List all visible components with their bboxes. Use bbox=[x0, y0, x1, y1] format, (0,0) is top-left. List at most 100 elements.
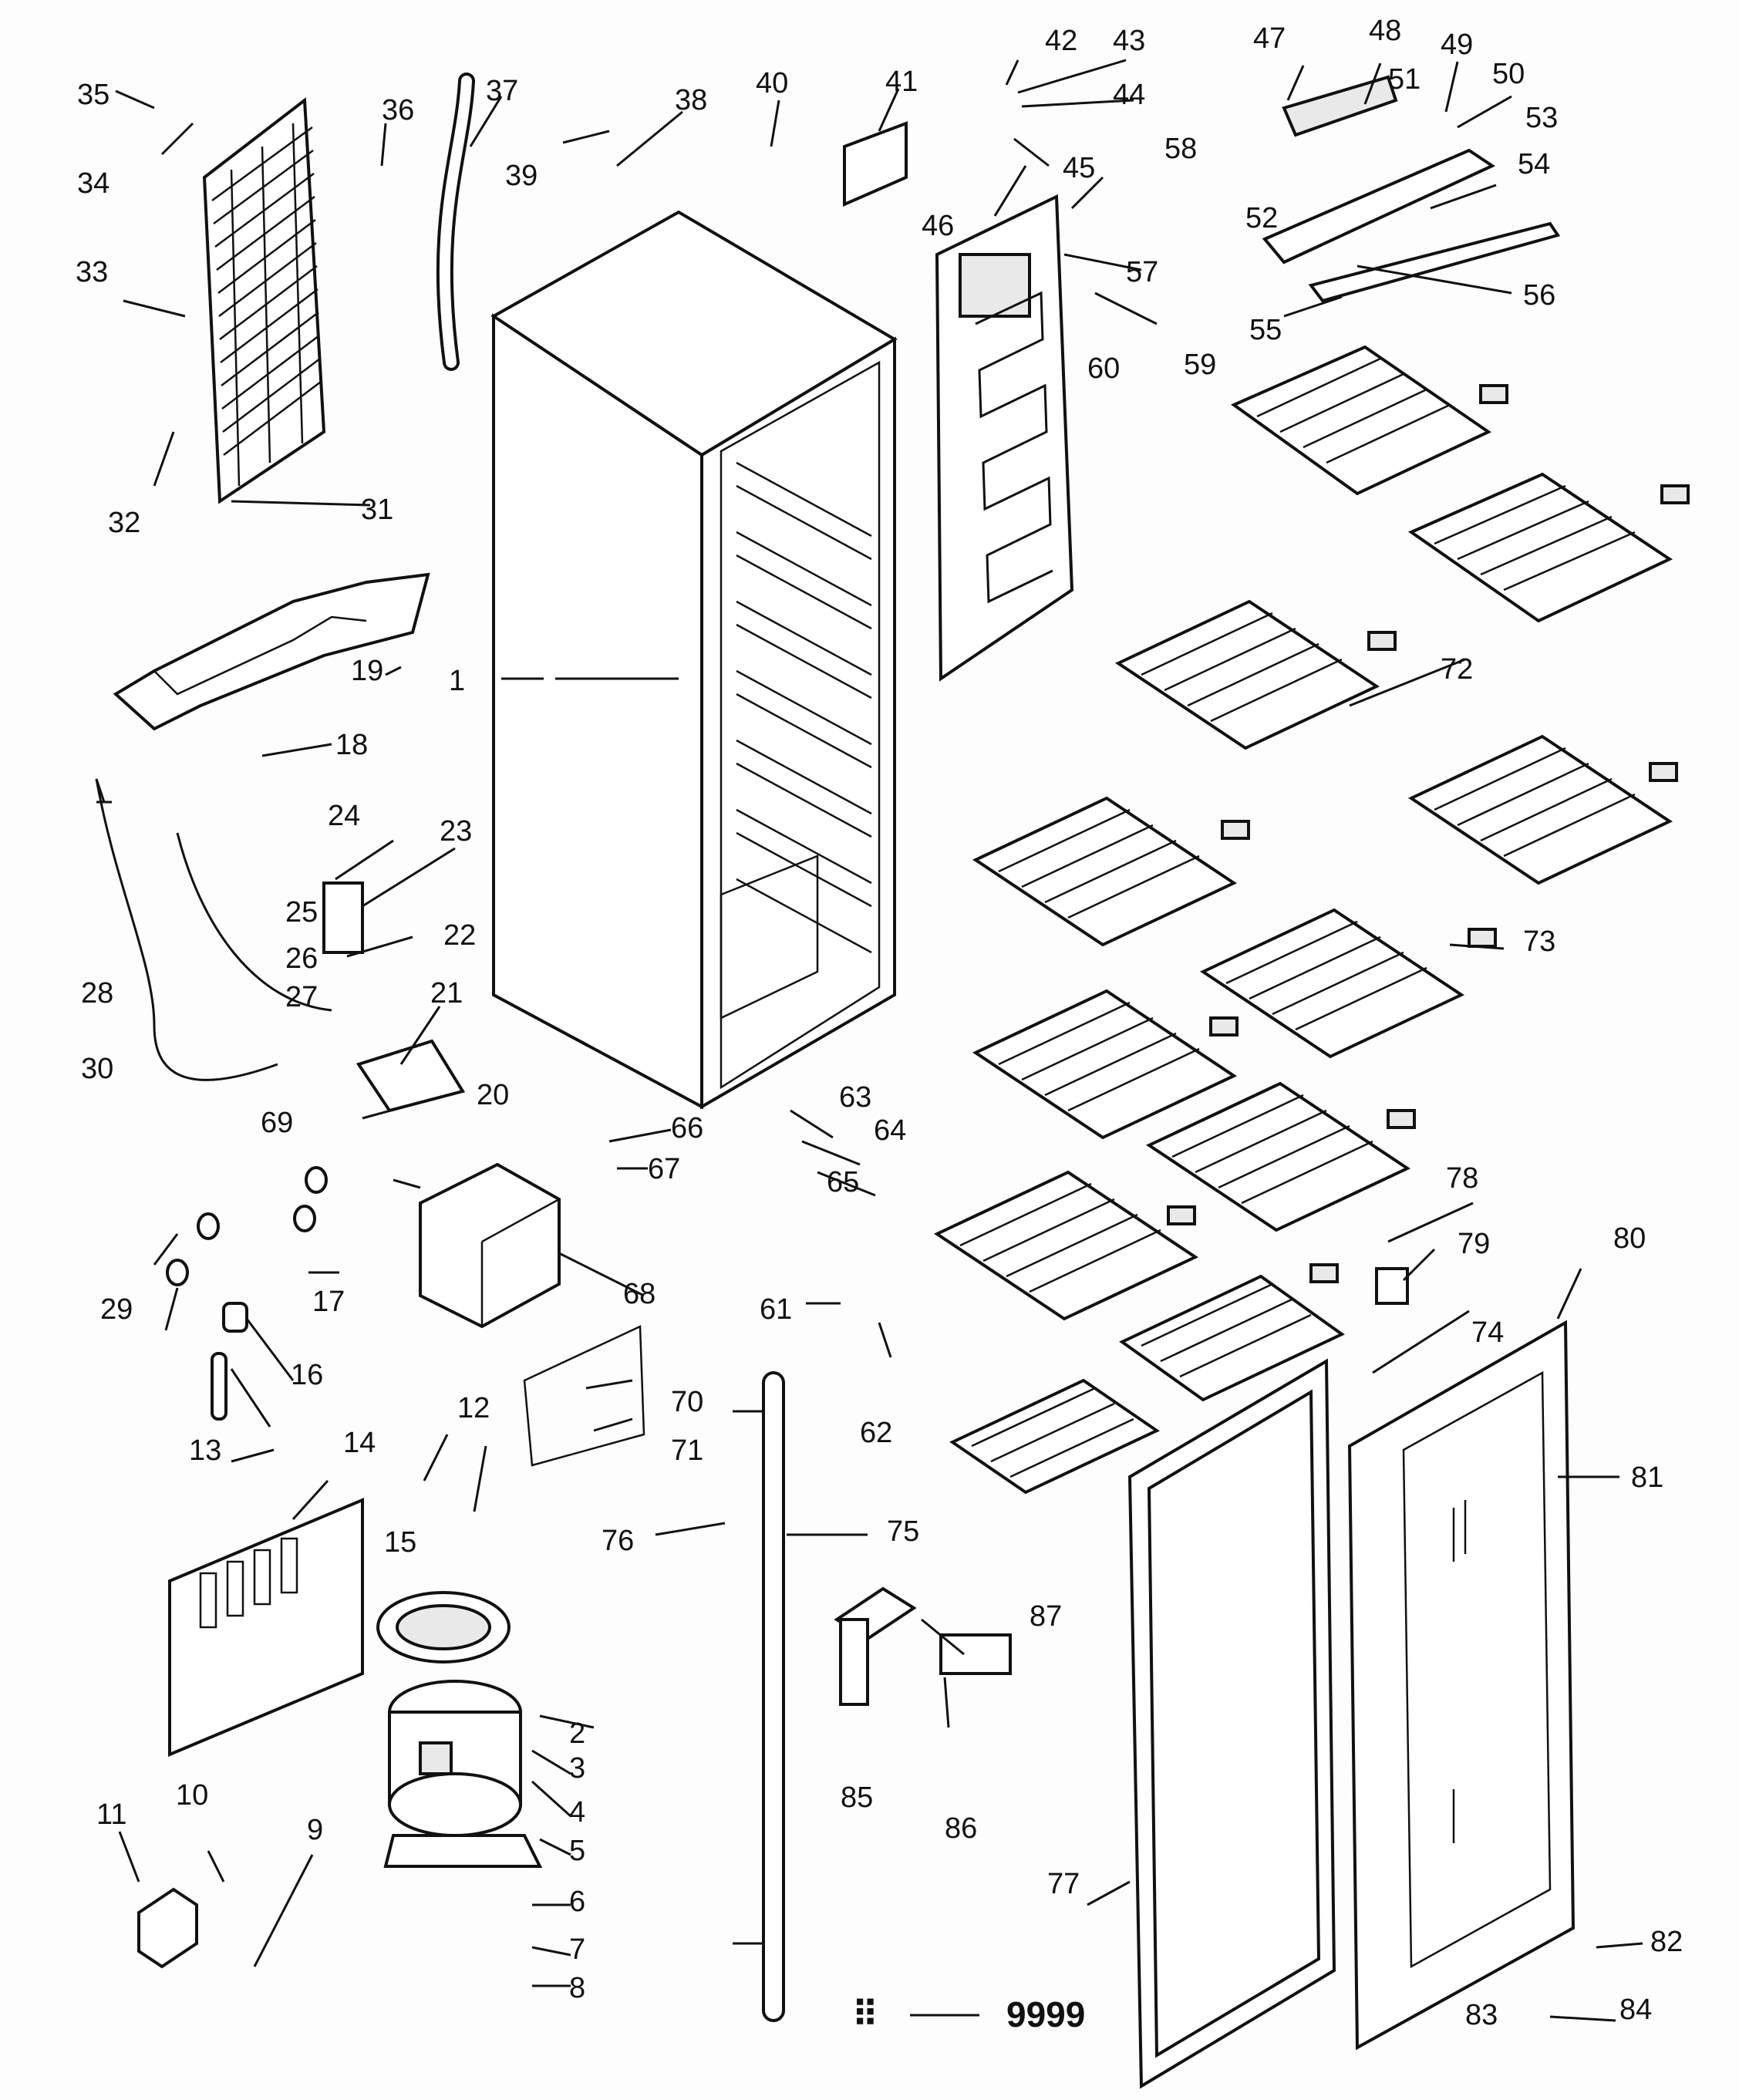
part-label-54: 54 bbox=[1518, 148, 1550, 180]
shelf bbox=[1407, 472, 1690, 623]
drip-tray bbox=[376, 1591, 511, 1663]
part-label-1: 1 bbox=[449, 665, 465, 697]
part-label-86: 86 bbox=[945, 1812, 977, 1845]
part-label-61: 61 bbox=[760, 1293, 792, 1326]
part-label-40: 40 bbox=[756, 67, 788, 99]
part-label-53: 53 bbox=[1525, 102, 1558, 134]
part-label-46: 46 bbox=[922, 210, 954, 242]
back-grille bbox=[168, 1497, 364, 1758]
part-label-32: 32 bbox=[108, 507, 140, 539]
control-box bbox=[1262, 75, 1561, 303]
shelf-flat bbox=[949, 1378, 1161, 1495]
legend-text: 9999 bbox=[1006, 1994, 1085, 2034]
shelf bbox=[972, 796, 1250, 947]
part-label-45: 45 bbox=[1063, 152, 1095, 184]
part-label-39: 39 bbox=[505, 160, 538, 192]
part-label-25: 25 bbox=[285, 896, 318, 929]
part-label-65: 65 bbox=[827, 1166, 859, 1198]
part-label-76: 76 bbox=[602, 1525, 634, 1557]
part-label-43: 43 bbox=[1113, 25, 1145, 57]
cabinet bbox=[490, 210, 898, 1110]
evaporator-plate bbox=[935, 194, 1074, 682]
part-label-36: 36 bbox=[382, 94, 414, 126]
part-label-50: 50 bbox=[1492, 58, 1525, 90]
shelf-flat bbox=[1119, 1263, 1345, 1402]
part-label-77: 77 bbox=[1047, 1868, 1080, 1900]
part-label-74: 74 bbox=[1471, 1316, 1504, 1349]
part-label-62: 62 bbox=[860, 1417, 892, 1449]
part-label-75: 75 bbox=[887, 1515, 919, 1548]
part-label-51: 51 bbox=[1388, 63, 1421, 96]
part-label-5: 5 bbox=[569, 1835, 585, 1867]
part-label-52: 52 bbox=[1245, 202, 1278, 234]
part-label-11: 11 bbox=[96, 1798, 126, 1831]
relay-box bbox=[137, 1887, 198, 1969]
shelves bbox=[933, 345, 1690, 1495]
part-label-13: 13 bbox=[189, 1434, 221, 1467]
part-label-66: 66 bbox=[671, 1112, 703, 1144]
part-label-68: 68 bbox=[623, 1278, 655, 1310]
part-label-27: 27 bbox=[285, 981, 318, 1013]
condenser-coil bbox=[202, 97, 326, 504]
part-label-49: 49 bbox=[1441, 29, 1473, 61]
cover-plate bbox=[523, 1325, 645, 1467]
part-label-64: 64 bbox=[874, 1114, 906, 1147]
part-label-26: 26 bbox=[285, 942, 318, 975]
part-label-71: 71 bbox=[671, 1434, 703, 1467]
part-label-67: 67 bbox=[648, 1153, 680, 1185]
part-label-58: 58 bbox=[1164, 133, 1197, 165]
part-label-22: 22 bbox=[443, 919, 476, 952]
shelf bbox=[1114, 599, 1397, 750]
part-label-4: 4 bbox=[569, 1796, 585, 1829]
part-label-38: 38 bbox=[675, 84, 707, 116]
part-label-7: 7 bbox=[569, 1933, 585, 1966]
part-label-47: 47 bbox=[1253, 22, 1286, 55]
shelf bbox=[972, 989, 1239, 1140]
shelf bbox=[1145, 1081, 1416, 1232]
part-label-31: 31 bbox=[361, 494, 393, 526]
shelf bbox=[1199, 908, 1497, 1059]
part-label-73: 73 bbox=[1523, 925, 1555, 958]
part-label-17: 17 bbox=[312, 1286, 345, 1318]
compressor bbox=[383, 1680, 543, 1868]
part-label-29: 29 bbox=[100, 1293, 133, 1326]
part-label-16: 16 bbox=[291, 1359, 323, 1391]
shelf bbox=[933, 1170, 1199, 1321]
legend: ⠿ 9999 bbox=[852, 1994, 1085, 2034]
door-gasket bbox=[1127, 1358, 1336, 2089]
part-label-28: 28 bbox=[81, 977, 113, 1010]
part-label-81: 81 bbox=[1631, 1461, 1663, 1494]
part-label-30: 30 bbox=[81, 1053, 113, 1085]
door-handle bbox=[733, 1371, 785, 2022]
part-label-19: 19 bbox=[351, 655, 383, 687]
part-label-6: 6 bbox=[569, 1886, 585, 1918]
part-label-87: 87 bbox=[1030, 1600, 1062, 1633]
part-label-42: 42 bbox=[1045, 25, 1077, 57]
part-label-59: 59 bbox=[1184, 349, 1216, 381]
part-label-85: 85 bbox=[841, 1781, 873, 1814]
part-label-3: 3 bbox=[569, 1752, 585, 1785]
part-label-33: 33 bbox=[76, 256, 108, 288]
part-label-2: 2 bbox=[569, 1717, 585, 1750]
part-label-8: 8 bbox=[569, 1972, 585, 2004]
part-label-24: 24 bbox=[328, 800, 360, 832]
shelf bbox=[1230, 345, 1508, 496]
legend-symbol: ⠿ bbox=[852, 1994, 878, 2034]
part-label-48: 48 bbox=[1369, 15, 1401, 47]
part-label-23: 23 bbox=[440, 815, 472, 848]
part-label-41: 41 bbox=[885, 66, 918, 98]
part-label-69: 69 bbox=[261, 1107, 293, 1139]
part-label-12: 12 bbox=[457, 1392, 490, 1424]
part-label-44: 44 bbox=[1113, 79, 1145, 111]
part-label-18: 18 bbox=[335, 729, 368, 761]
part-labels: 1 2 3 4 5 6 7 8 9 10 11 12 13 14 15 16 1… bbox=[76, 15, 1683, 2031]
part-label-57: 57 bbox=[1126, 256, 1158, 288]
part-label-9: 9 bbox=[307, 1814, 323, 1846]
part-label-20: 20 bbox=[477, 1079, 509, 1111]
small-parts bbox=[95, 121, 1409, 1706]
part-label-83: 83 bbox=[1465, 1999, 1498, 2031]
part-label-72: 72 bbox=[1441, 653, 1473, 686]
shelf bbox=[1407, 734, 1678, 885]
